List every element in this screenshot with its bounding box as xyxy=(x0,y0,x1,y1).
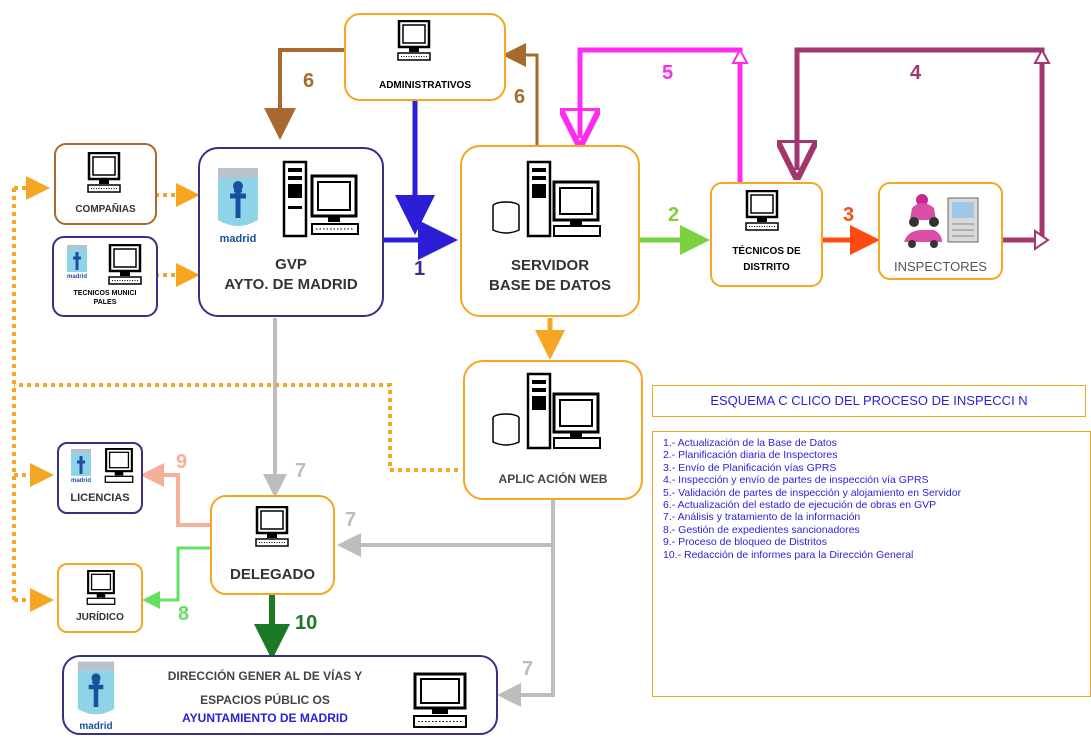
direccion-label-line1: DIRECCIÓN GENER AL DE VÍAS Y xyxy=(167,669,363,683)
computer-icon xyxy=(86,570,116,605)
tecnicos-distrito-label-line1: TÉCNICOS DE xyxy=(732,246,801,257)
legend-list: 1.- Actualización de la Base de Datos 2.… xyxy=(652,431,1091,697)
step-number-10: 10 xyxy=(295,612,318,634)
server-icon xyxy=(492,372,601,450)
direccion-label-line2: ESPACIOS PÚBLIC OS xyxy=(200,693,330,707)
server-icon xyxy=(492,160,601,238)
step-number-6-right: 6 xyxy=(514,86,526,108)
step-number-3: 3 xyxy=(843,204,855,226)
step-number-7-web: 7 xyxy=(345,509,357,531)
legend-item: 2.- Planificación diaria de Inspectores xyxy=(663,449,838,462)
svg-text:madrid: madrid xyxy=(71,478,91,484)
step-number-7-direccion: 7 xyxy=(522,658,534,680)
step-number-6-left: 6 xyxy=(303,70,315,92)
step-number-8: 8 xyxy=(178,603,190,625)
legend-item: 6.- Actualización del estado de ejecució… xyxy=(663,499,937,512)
dotted-distribution-line xyxy=(14,383,458,472)
legend-item: 1.- Actualización de la Base de Datos xyxy=(663,437,837,449)
servidor-label-line2: BASE DE DATOS xyxy=(489,277,611,294)
companias-label: COMPAÑIAS xyxy=(75,204,136,215)
madrid-logo-icon: madrid xyxy=(218,168,258,245)
inspectores-label: INSPECTORES xyxy=(894,259,987,274)
step-number-2: 2 xyxy=(668,204,680,226)
tecnicos-municipales-label: TECNICOS MUNICI PALES xyxy=(73,290,137,306)
legend-item: 10.- Redacción de informes para la Direc… xyxy=(663,548,914,561)
gvp-label-line1: GVP xyxy=(275,256,307,273)
svg-text:madrid: madrid xyxy=(220,233,257,245)
inspectores-node xyxy=(878,182,1003,280)
arrow-web-to-delegado xyxy=(337,500,555,557)
legend-item: 5.- Validación de partes de inspección y… xyxy=(663,486,962,499)
madrid-logo-icon: madrid xyxy=(67,245,87,280)
aplicacion-web-label: APLIC ACIÓN WEB xyxy=(498,472,608,486)
direccion-label-line3: AYUNTAMIENTO DE MADRID xyxy=(182,711,348,725)
administrativos-label: ADMINISTRATIVOS xyxy=(378,80,472,91)
arrow-servidor-to-admin xyxy=(502,43,539,146)
arrow-delegado-to-licencias xyxy=(140,463,210,527)
juridico-label: JURÍDICO xyxy=(76,612,124,623)
step-number-9: 9 xyxy=(176,451,188,473)
workstation-icon xyxy=(282,160,359,238)
step-number-1: 1 xyxy=(414,258,426,280)
step-number-5: 5 xyxy=(662,62,674,84)
computer-icon xyxy=(104,448,134,483)
tecnicos-distrito-label-line2: DISTRITO xyxy=(743,262,790,273)
computer-icon xyxy=(397,20,431,61)
servidor-label-line1: SERVIDOR xyxy=(510,257,590,274)
legend-item: 3.- Envío de Planificación vías GPRS xyxy=(663,461,837,474)
gvp-label-line2: AYTO. DE MADRID xyxy=(224,276,358,293)
svg-text:madrid: madrid xyxy=(67,274,87,280)
svg-text:madrid: madrid xyxy=(79,721,112,732)
arrow-tecnicos-to-servidor xyxy=(580,47,743,182)
computer-icon xyxy=(108,244,142,285)
madrid-logo-icon: madrid xyxy=(77,661,115,732)
legend-item: 9.- Proceso de bloqueo de Distritos xyxy=(663,536,828,549)
arrow-admin-to-gvp xyxy=(264,48,344,140)
delegado-label: DELEGADO xyxy=(229,566,315,583)
legend-title: ESQUEMA C CLICO DEL PROCESO DE INSPECCI … xyxy=(652,385,1086,417)
legend-item: 8.- Gestión de expedientes sancionadores xyxy=(663,523,860,536)
legend-item: 4.- Inspección y envío de partes de insp… xyxy=(663,474,929,487)
inspectors-vehicles-icon xyxy=(904,194,979,248)
licencias-label: LICENCIAS xyxy=(70,492,130,504)
computer-icon xyxy=(87,152,121,193)
arrow-delegado-to-juridico xyxy=(142,546,210,609)
computer-icon xyxy=(413,672,467,728)
step-number-7-delegado: 7 xyxy=(295,460,307,482)
computer-icon xyxy=(745,190,779,231)
legend-item: 7.- Análisis y tratamiento de la informa… xyxy=(663,511,861,524)
step-number-4: 4 xyxy=(910,62,922,84)
madrid-logo-icon: madrid xyxy=(71,449,91,484)
computer-icon xyxy=(255,506,289,547)
